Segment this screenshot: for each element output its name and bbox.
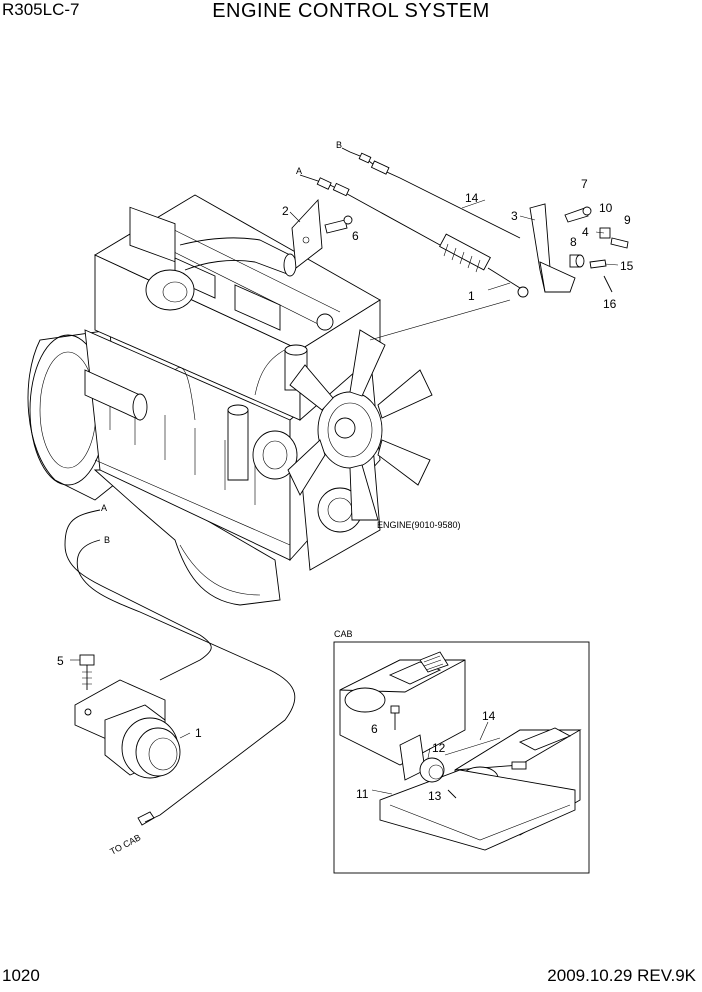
callout-6-top: 6 — [352, 229, 359, 243]
revision-date: 2009.10.29 REV.9K — [547, 966, 696, 985]
to-cab-label: TO CAB — [108, 832, 142, 856]
control-cables — [64, 509, 296, 826]
leader-line — [369, 299, 511, 341]
page-title: ENGINE CONTROL SYSTEM — [212, 0, 490, 22]
governor-actuator — [70, 654, 191, 779]
callout-3: 3 — [511, 209, 518, 223]
engine-illustration — [27, 194, 433, 606]
callout-7: 7 — [581, 177, 588, 191]
callout-14-cab: 14 — [482, 709, 496, 723]
callout-4: 4 — [582, 225, 589, 239]
callout-11: 11 — [356, 787, 369, 801]
model-code: R305LC-7 — [2, 0, 80, 19]
accelerator-cable-assembly — [289, 147, 629, 298]
callout-16: 16 — [603, 297, 617, 311]
callout-5: 5 — [57, 654, 64, 668]
callout-1-top: 1 — [468, 289, 475, 303]
callout-8: 8 — [570, 235, 577, 249]
callout-10: 10 — [599, 201, 613, 215]
callout-6-cab: 6 — [371, 722, 378, 736]
callout-14-top: 14 — [465, 191, 479, 205]
page-number: 1020 — [2, 966, 40, 985]
cab-inset — [333, 641, 590, 874]
cable-a-label-bottom: A — [101, 503, 107, 513]
cab-label: CAB — [334, 629, 353, 639]
cable-b-label-bottom: B — [104, 535, 110, 545]
callout-2: 2 — [282, 204, 289, 218]
callout-1-bottom: 1 — [195, 726, 202, 740]
cable-a-label-top: A — [296, 166, 302, 176]
engine-label: ENGINE(9010-9580) — [377, 520, 461, 530]
callout-13: 13 — [428, 789, 442, 803]
callout-15: 15 — [620, 259, 634, 273]
cooling-fan — [287, 329, 433, 521]
callout-9: 9 — [624, 213, 631, 227]
cable-b-label-top: B — [336, 140, 342, 150]
callout-12: 12 — [432, 741, 446, 755]
